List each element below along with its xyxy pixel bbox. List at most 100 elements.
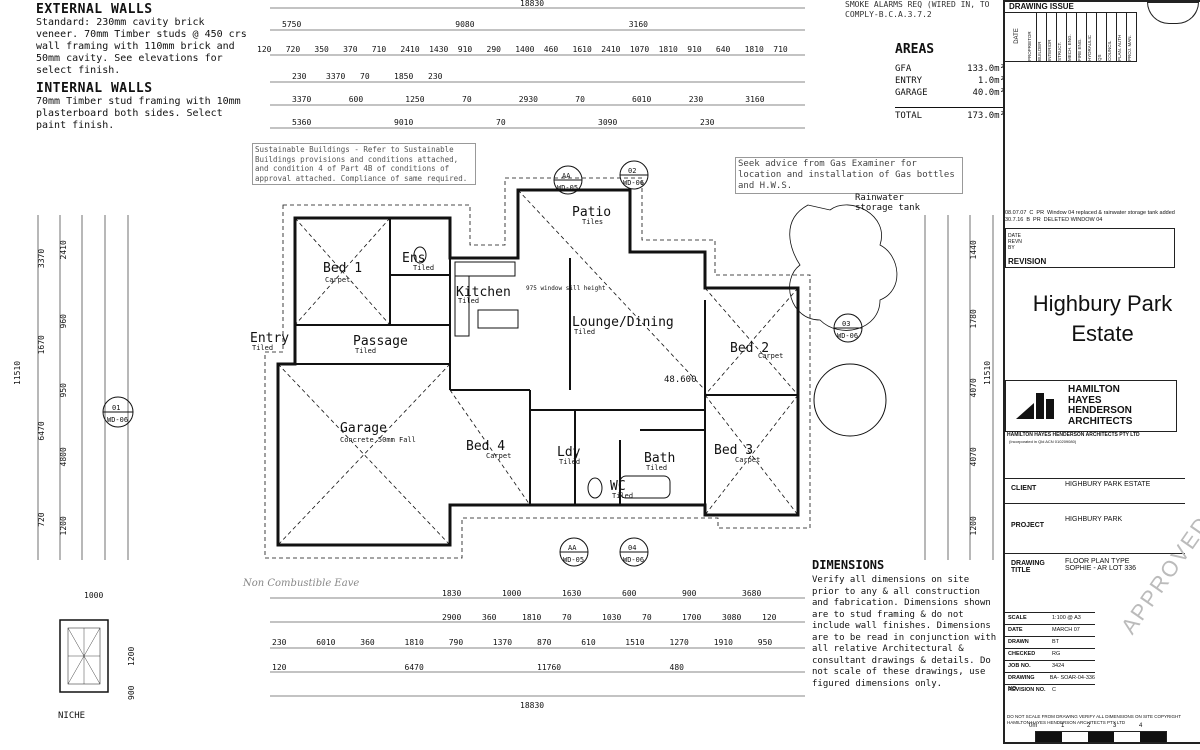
issue-column: STRUCT. <box>1057 13 1067 61</box>
dimension-text: 4070 <box>969 447 978 466</box>
scale-label: 1 <box>1061 723 1065 729</box>
section-marker-id: 04 <box>628 544 636 552</box>
room-bed-2: Bed 2 <box>730 341 769 356</box>
dimension-text: 3160 <box>745 95 764 104</box>
dimension-text: 1630 <box>562 589 581 598</box>
dimension-text: 720 <box>286 45 301 54</box>
dimension-text: 1440 <box>969 240 978 259</box>
issue-column: COUNCIL <box>1107 13 1117 61</box>
dimension-text: 1850 <box>394 72 413 81</box>
dim-overall-right: 11510 <box>983 361 992 385</box>
meta-row: DRAWING NO.BA- SOAR-04-336 <box>1005 672 1095 692</box>
dimension-text: 1700 <box>682 613 701 622</box>
dimension-text: 70 <box>496 118 506 127</box>
niche-label: NICHE <box>58 711 85 721</box>
meta-row: JOB NO.3424 <box>1005 660 1095 672</box>
room-patio: Patio <box>572 205 611 220</box>
dimension-text: 480 <box>670 663 685 672</box>
meta-row: REVISION NO.C <box>1005 684 1095 696</box>
dimension-text: 1430 <box>429 45 448 54</box>
scale-bar <box>1035 731 1167 743</box>
dimension-text: 950 <box>59 383 68 398</box>
dim-niche-height: 1200 <box>127 647 136 666</box>
dimension-text: 1200 <box>59 516 68 535</box>
dimension-text: 5360 <box>292 118 311 127</box>
dimensions-note: DIMENSIONS Verify all dimensions on site… <box>812 558 997 690</box>
dimension-text: 4800 <box>59 447 68 466</box>
dimension-text: 5750 <box>282 20 301 29</box>
room-garage-finish: Concrete 50mm Fall <box>340 436 416 444</box>
dimension-text: 1810 <box>745 45 764 54</box>
room-wc: WC <box>610 479 626 494</box>
sustainable-note: Sustainable Buildings - Refer to Sustain… <box>252 143 476 185</box>
dimension-text: 710 <box>773 45 788 54</box>
areas-title: AREAS <box>895 42 935 57</box>
room-passage: Passage <box>353 334 408 349</box>
dimension-labels: 18830 18830 11510 11510 1000 1200 900 <box>13 0 992 710</box>
issue-column: MECH. ENG. <box>1067 13 1077 61</box>
floor-plan: Bed 1 Carpet Ens Tiled Kitchen Tiled Pat… <box>13 0 994 721</box>
dimension-text: 9010 <box>394 118 413 127</box>
room-bed-1-finish: Carpet <box>325 276 350 284</box>
dimension-text: 230 <box>272 638 287 647</box>
room-bed-4: Bed 4 <box>466 439 505 454</box>
dimension-text: 640 <box>716 45 731 54</box>
dimension-text: 2930 <box>519 95 538 104</box>
dimension-text: 360 <box>360 638 375 647</box>
issue-date-label: DATE <box>1013 28 1020 44</box>
internal-walls-text: 70mm Timber stud framing with 10mm plast… <box>36 96 241 131</box>
room-ens: Ens <box>402 251 425 266</box>
dimension-text: 70 <box>562 613 572 622</box>
issue-column: PROJ. MAN. <box>1127 13 1137 61</box>
dimension-text: 1510 <box>625 638 644 647</box>
dimension-text: 1030 <box>602 613 621 622</box>
room-patio-finish: Tiles <box>582 218 603 226</box>
section-marker-id: AA <box>562 172 571 180</box>
dimension-text: 6010 <box>316 638 335 647</box>
revision-label: REVISION <box>1008 257 1047 266</box>
dim-overall-bottom: 18830 <box>520 701 544 710</box>
issue-column: PROPRIETOR <box>1027 13 1037 61</box>
section-marker-id: 03 <box>842 320 850 328</box>
dimension-text: 3370 <box>37 249 46 268</box>
external-walls-text: Standard: 230mm cavity brick veneer. 70m… <box>36 17 247 76</box>
dimension-text: 600 <box>622 589 637 598</box>
section-marker-sheet: WD-06 <box>623 179 644 187</box>
dimension-text: 3080 <box>722 613 741 622</box>
dimension-text: 710 <box>372 45 387 54</box>
room-bath-finish: Tiled <box>646 464 667 472</box>
dimension-text: 610 <box>581 638 596 647</box>
room-kitchen: Kitchen <box>456 285 511 300</box>
dim-niche-width: 1000 <box>84 591 103 600</box>
section-marker-sheet: WD-06 <box>623 556 644 564</box>
non-combustible-note: Non Combustible Eave <box>243 578 360 589</box>
internal-walls-note: INTERNAL WALLS 70mm Timber stud framing … <box>36 81 251 132</box>
dimension-text: 910 <box>458 45 473 54</box>
scale-label: 4 <box>1139 723 1143 729</box>
rainwater-tank <box>813 363 887 437</box>
room-passage-finish: Tiled <box>355 347 376 355</box>
dimension-text: 720 <box>37 512 46 527</box>
issue-column: FIRE ENG. <box>1077 13 1087 61</box>
kitchen-bench <box>454 261 519 337</box>
dimension-text: 11760 <box>537 663 561 672</box>
dimension-text: 230 <box>428 72 443 81</box>
section-marker-labels: AA WD-05 02 WD-06 01 WD-06 03 WD-06 AA W… <box>107 167 858 564</box>
gas-note: Seek advice from Gas Examiner for locati… <box>735 157 963 194</box>
firm-full-name: HAMILTON HAYES HENDERSON ARCHITECTS PTY … <box>1007 432 1140 438</box>
niche-detail <box>59 619 109 693</box>
dimension-text: 1910 <box>714 638 733 647</box>
dimension-text: 6010 <box>632 95 651 104</box>
dimension-text: 910 <box>687 45 702 54</box>
dimension-text: 290 <box>487 45 502 54</box>
dimension-text: 460 <box>544 45 559 54</box>
dimension-text: 3090 <box>598 118 617 127</box>
